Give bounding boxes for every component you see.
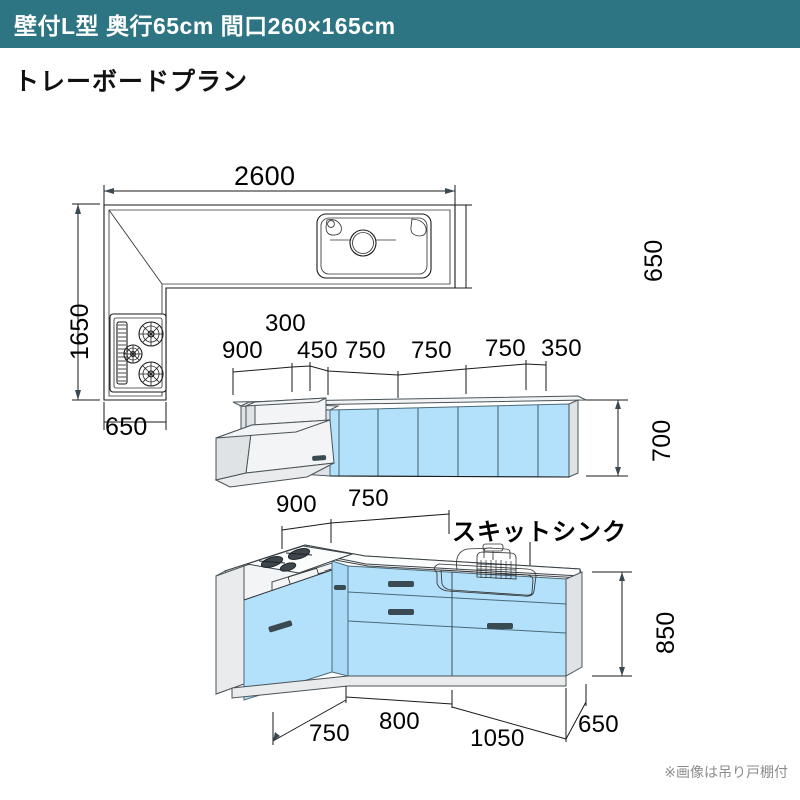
dim-label-700: 700 [648,419,676,462]
wall-cabinet-dim-chain [232,360,547,398]
dim-label-650-plan-left: 650 [105,413,148,441]
header-title: 壁付L型 奥行65cm 間口260×165cm [14,13,396,39]
base-cabinet-bottom-dims [272,684,587,745]
dim-2600 [103,185,456,207]
dim-650-plan-left [103,402,167,430]
dim-label-900-base: 900 [276,491,317,518]
dim-label-850: 850 [652,611,680,654]
burner-1 [138,321,164,347]
footer-note: ※画像は吊り戸棚付 [664,764,788,780]
dim-650-plan-depth [455,204,472,289]
dim-label-900-wall: 900 [222,337,263,364]
wire-basket [476,547,517,580]
dim-label-750-base: 750 [348,485,389,512]
base-sink-assembly [434,543,537,597]
dim-700 [586,399,628,477]
dim-label-650-bottom: 650 [578,711,619,738]
plan-counter-outline [103,204,456,401]
dim-label-750-bottom: 750 [309,720,350,747]
dim-label-2600: 2600 [234,161,296,191]
base-cabinet-body [215,544,583,701]
dim-label-750-a: 750 [345,337,386,364]
dim-label-1650: 1650 [66,303,94,360]
dim-label-800: 800 [379,708,420,735]
plan-sink [316,213,432,279]
dim-label-450: 450 [297,337,338,364]
dim-label-300: 300 [265,310,306,337]
sink-label: スキットシンク [452,519,627,546]
dim-850 [592,571,632,677]
burner-3 [138,361,164,387]
plan-subtitle: トレーボードプラン [14,68,249,96]
dim-label-750-c: 750 [485,335,526,362]
dim-label-1050: 1050 [470,725,525,752]
dim-label-650-plan-depth: 650 [640,239,668,282]
dim-label-350: 350 [541,335,582,362]
base-gas-cooktop [246,545,354,574]
header-bar: 壁付L型 奥行65cm 間口260×165cm [0,0,800,48]
base-cabinet-top-dims [281,510,450,549]
dim-1650 [72,203,100,401]
plan-cooktop [109,313,167,393]
burner-2 [123,344,143,364]
dim-label-750-b: 750 [411,337,452,364]
range-hood [214,397,335,488]
